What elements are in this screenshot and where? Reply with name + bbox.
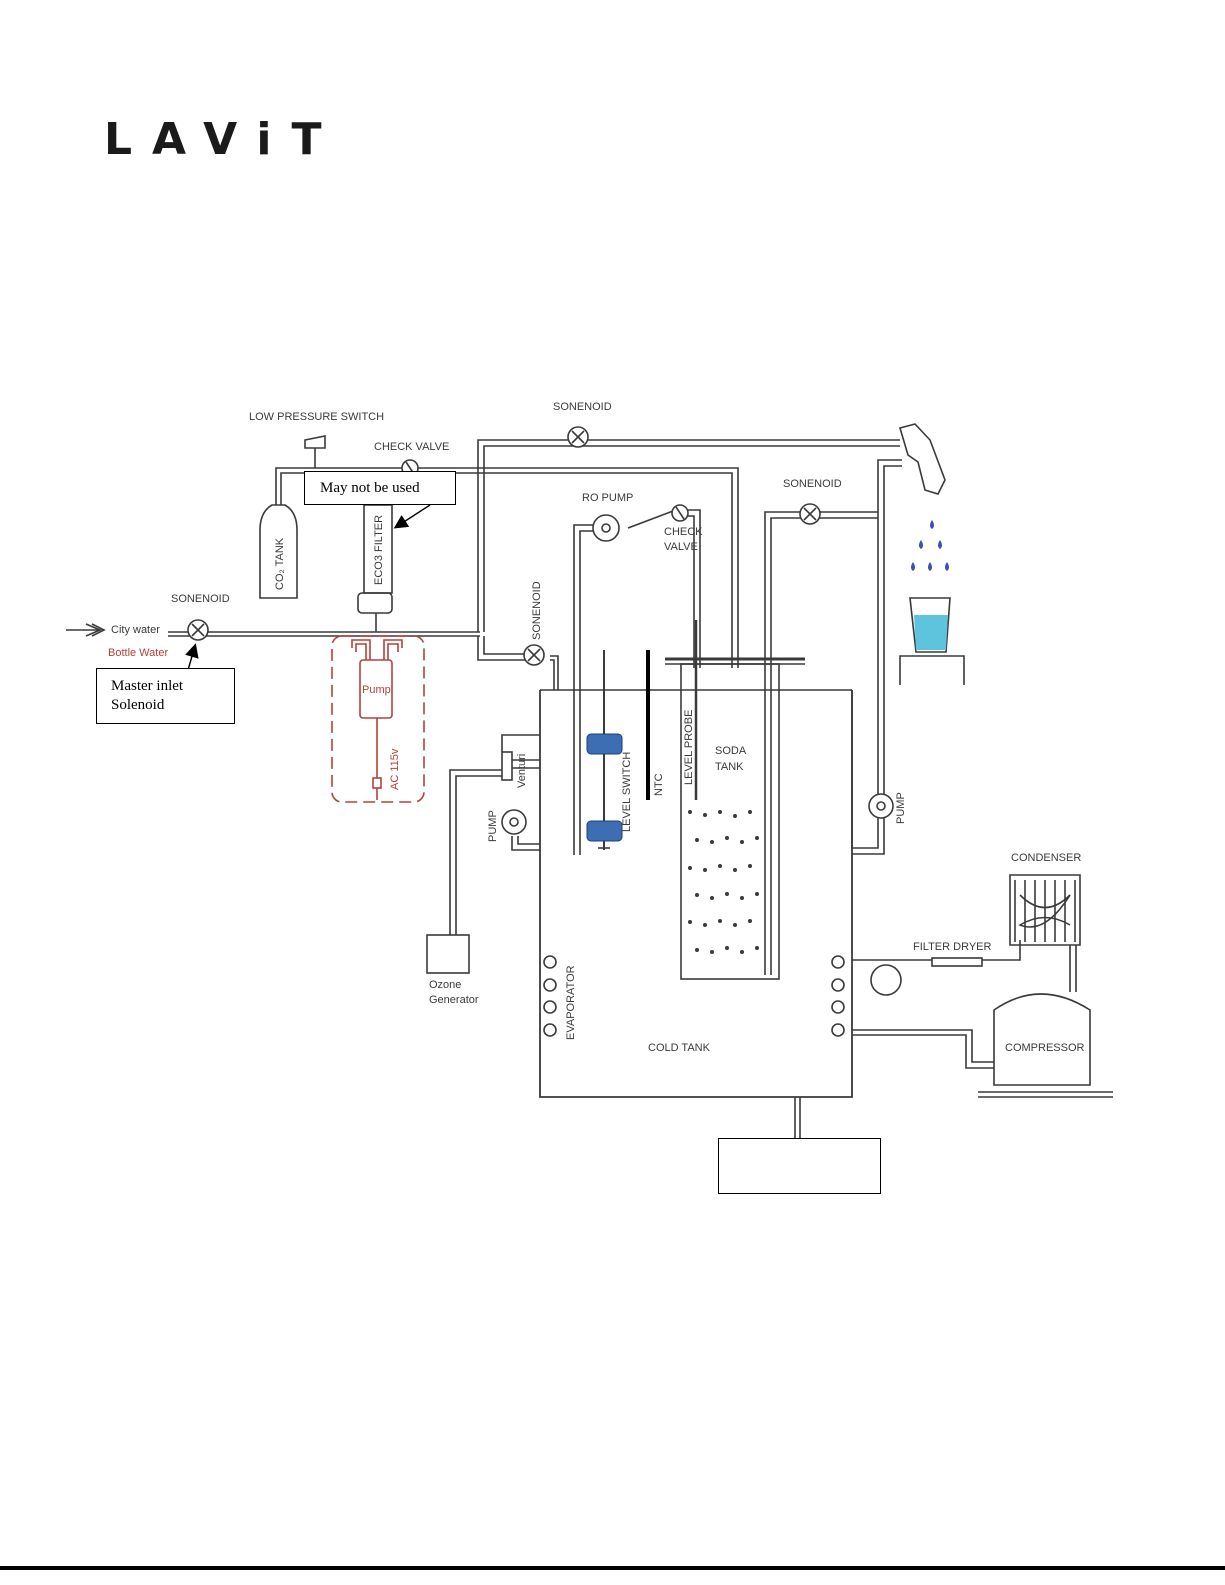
callout-arrow-master: [185, 643, 199, 671]
filter-dryer: [931, 957, 983, 967]
pump-right-icon: [868, 793, 894, 819]
label-evaporator: EVAPORATOR: [565, 965, 577, 1040]
label-eco3-filter: ECO3 FILTER: [373, 515, 385, 585]
level-switch-float-upper: [586, 733, 623, 755]
lavit-logo: LAViT: [104, 114, 342, 165]
label-ozone-generator-2: Generator: [429, 994, 479, 1006]
label-compressor: COMPRESSOR: [1005, 1042, 1085, 1054]
label-pump-right: PUMP: [895, 792, 907, 824]
label-level-switch: LEVEL SWITCH: [621, 752, 633, 832]
red-pump-assembly: [331, 635, 425, 803]
bottom-rule: [0, 1566, 1225, 1570]
label-ntc: NTC: [653, 773, 665, 796]
ro-pump-icon: [592, 514, 620, 542]
label-soda-tank-2: TANK: [715, 761, 744, 773]
soda-tank: [680, 663, 780, 980]
label-level-probe: LEVEL PROBE: [683, 710, 695, 785]
callout-master-inlet-solenoid: Master inlet Solenoid: [96, 668, 235, 724]
solenoid-icon-inlet: [187, 619, 209, 641]
label-cold-tank: COLD TANK: [648, 1042, 711, 1054]
label-check-valve-top: CHECK VALVE: [374, 441, 449, 453]
inlet-arrow-icon: [66, 623, 106, 637]
condenser: [1009, 874, 1081, 946]
cold-tank: [539, 690, 853, 1098]
pump-left-icon: [501, 809, 527, 835]
solenoid-icon-mid: [523, 644, 545, 666]
label-soda-tank-1: SODA: [715, 745, 747, 757]
water-glass: [909, 597, 951, 653]
callout-master-inlet-line-1: Master inlet: [111, 678, 184, 694]
mid-branch-pipe: [477, 636, 532, 661]
solenoid-icon-top: [567, 426, 589, 448]
label-check-valve-mid-1: CHECK: [664, 526, 703, 538]
label-solenoid-inlet: SONENOID: [171, 593, 230, 605]
label-city-water: City water: [111, 624, 160, 636]
ro-pump-pipe: [573, 524, 595, 855]
riser-pipe: [477, 439, 900, 632]
venturi: [501, 751, 513, 781]
filter-dryer-loop: [870, 964, 902, 996]
right-tank-pipe: [764, 511, 878, 975]
ozone-generator: [426, 934, 470, 974]
callout-master-inlet-line-2: Solenoid: [111, 697, 165, 713]
label-pump-red: Pump: [362, 684, 391, 696]
label-condenser: CONDENSER: [1011, 852, 1081, 864]
check-valve-icon-mid: [671, 504, 689, 522]
label-venturi: Venturi: [516, 754, 528, 788]
label-ro-pump: RO PUMP: [582, 492, 633, 504]
solenoid-icon-right: [799, 503, 821, 525]
label-co2-tank: CO₂ TANK: [274, 537, 286, 590]
label-bottle-water: Bottle Water: [108, 647, 168, 659]
water-drops: [911, 520, 949, 571]
label-solenoid-top: SONENOID: [553, 401, 612, 413]
label-check-valve-mid-2: VALVE: [664, 541, 698, 553]
drain-box: [718, 1138, 881, 1194]
callout-arrow-filter: [393, 504, 431, 529]
faucet: [898, 423, 946, 495]
label-low-pressure-switch: LOW PRESSURE SWITCH: [249, 411, 384, 423]
glass-stand: [899, 655, 965, 685]
low-pressure-switch: [304, 435, 326, 449]
label-ac-115v: AC 115v: [389, 748, 401, 790]
level-switch-float-lower: [586, 820, 623, 842]
label-solenoid-right: SONENOID: [783, 478, 842, 490]
label-filter-dryer: FILTER DRYER: [913, 941, 991, 953]
co2-tank: [259, 504, 298, 599]
label-solenoid-mid: SONENOID: [531, 581, 543, 640]
co2-line: [275, 467, 739, 668]
right-pump-pipe: [877, 459, 902, 800]
label-ozone-generator-1: Ozone: [429, 979, 461, 991]
soda-bubbles: [688, 810, 759, 954]
label-pump-left: PUMP: [487, 810, 499, 842]
compressor: [993, 993, 1091, 1086]
callout-may-not-be-used: May not be used: [304, 471, 456, 505]
